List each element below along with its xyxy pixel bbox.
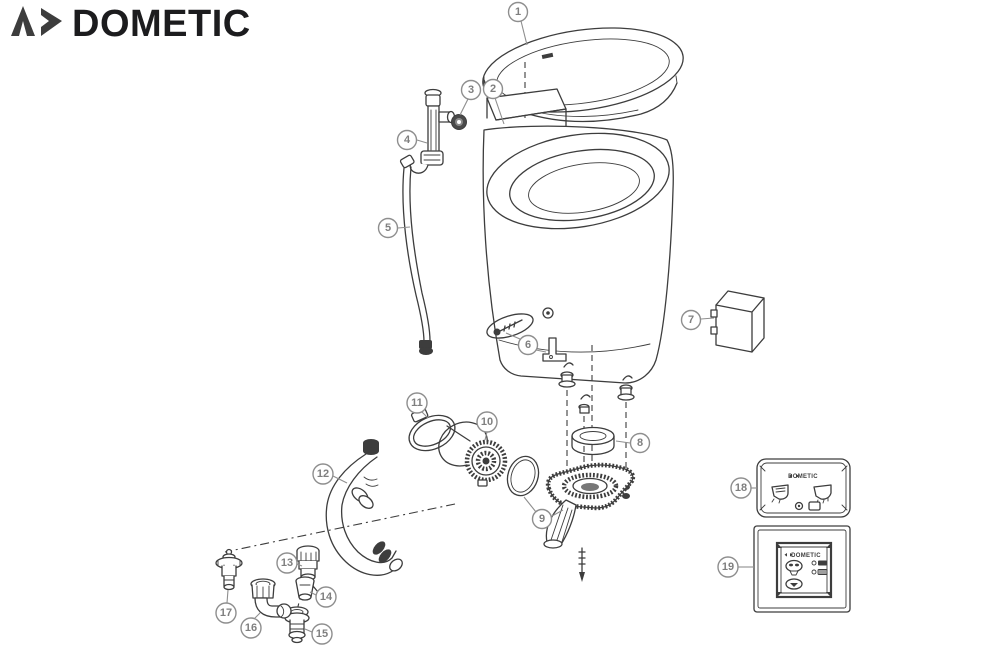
svg-text:10: 10	[481, 416, 493, 428]
svg-text:14: 14	[320, 591, 333, 603]
svg-text:4: 4	[404, 134, 411, 146]
callout-17: 17	[215, 589, 237, 624]
callout-16: 16	[240, 612, 262, 639]
svg-text:17: 17	[220, 607, 232, 619]
part-grommet	[451, 114, 467, 130]
part-union-nut	[295, 576, 319, 601]
part-toilet-body	[482, 88, 674, 384]
svg-text:11: 11	[411, 397, 423, 409]
part-water-valve-assembly	[409, 88, 456, 174]
panel18-brand-text: DOMETIC	[788, 474, 818, 480]
callout-4: 4	[396, 129, 428, 151]
guide-line-a	[224, 503, 456, 553]
svg-text:3: 3	[468, 84, 474, 96]
callout-1: 1	[507, 1, 529, 46]
callout-3: 3	[459, 79, 482, 116]
callout-11: 11	[406, 392, 429, 419]
part-inlet-fitting	[215, 548, 243, 591]
add-water-flush-icon	[771, 484, 789, 504]
callout-14: 14	[309, 586, 337, 608]
callout-2: 2	[482, 78, 505, 125]
part-control-box	[710, 290, 765, 353]
callout-15: 15	[304, 623, 333, 645]
svg-text:6: 6	[525, 339, 531, 351]
svg-text:9: 9	[539, 513, 545, 525]
panel19-brand-text: DOMETIC	[791, 553, 821, 559]
power-indicator-icon	[794, 501, 804, 511]
callout-9: 9	[523, 496, 564, 530]
svg-text:16: 16	[245, 622, 257, 634]
indicator-on-icon	[811, 560, 827, 566]
part-discharge-loop-hose	[325, 439, 403, 576]
callout-13: 13	[276, 552, 303, 574]
logo-chevron-right-icon	[41, 8, 62, 36]
svg-text:2: 2	[490, 83, 496, 95]
part-elbow-fitting	[250, 578, 292, 619]
dometic-logo: DOMETIC	[11, 3, 251, 45]
indicator-off-icon	[811, 569, 828, 575]
logo-wordmark: DOMETIC	[72, 3, 251, 45]
callout-12: 12	[312, 463, 348, 485]
svg-text:12: 12	[317, 468, 329, 480]
callout-6: 6	[505, 332, 547, 356]
svg-text:19: 19	[722, 561, 734, 573]
svg-text:15: 15	[316, 628, 328, 640]
part-wall-switch-panel: DOMETIC	[753, 525, 851, 613]
part-mounting-screw-and-bracket	[486, 313, 567, 362]
part-straight-fitting	[296, 545, 320, 581]
callouts: 1 2 3 4 5 6 7	[215, 1, 757, 645]
callout-8: 8	[615, 432, 651, 454]
rocker-switch-icon	[808, 501, 821, 511]
panel18-logo-chevrons-icon	[789, 474, 799, 478]
callout-10: 10	[476, 411, 498, 441]
callout-5: 5	[377, 217, 411, 239]
svg-text:5: 5	[385, 222, 391, 234]
callout-19: 19	[717, 556, 754, 578]
part-base-seal-ring	[571, 426, 615, 456]
part-flush-control-panel: DOMETIC	[756, 458, 851, 518]
bowl-empty-icon	[785, 578, 803, 590]
logo-chevron-left-icon	[11, 6, 35, 36]
part-water-supply-hose	[399, 154, 433, 355]
svg-text:7: 7	[688, 314, 694, 326]
callout-18: 18	[730, 477, 757, 499]
panel19-logo-chevrons-icon	[784, 553, 793, 557]
bowl-rinse-icon	[785, 559, 803, 576]
svg-text:8: 8	[637, 437, 643, 449]
part-discharge-base	[506, 455, 636, 582]
part-discharge-port-fitting	[438, 421, 508, 487]
callout-7: 7	[680, 309, 715, 331]
svg-text:13: 13	[281, 557, 293, 569]
svg-text:18: 18	[735, 482, 747, 494]
svg-text:1: 1	[515, 6, 521, 18]
